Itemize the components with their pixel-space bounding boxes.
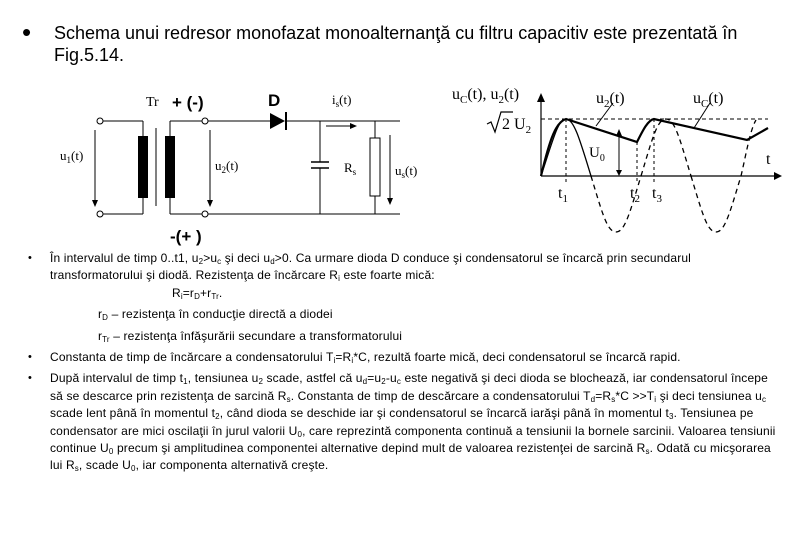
uc-curve-label: uC(t) <box>693 90 723 110</box>
primary-winding <box>138 136 148 198</box>
terminal-sec-top <box>201 117 209 125</box>
rs-label: Rs <box>344 160 357 177</box>
time-axis-label: t <box>766 151 771 168</box>
paragraph-charging-interval: • În intervalul de timp 0..t1, u2>uc şi … <box>28 251 691 284</box>
t1-label: t1 <box>558 185 568 205</box>
terminal-sec-bottom <box>201 210 209 218</box>
is-label: is(t) <box>332 92 351 109</box>
slide-title: • Schema unui redresor monofazat monoalt… <box>22 17 782 66</box>
u2-curve-label: u2(t) <box>596 90 625 110</box>
definition-rtr: rTr – rezistenţa înfăşurării secundare a… <box>98 328 403 344</box>
diode-symbol <box>270 113 285 129</box>
figure-svg: Tr + (-) -(+ ) D u1(t) u2(t) is(t) Rs us… <box>60 86 782 246</box>
t3-label: t3 <box>652 185 662 205</box>
u1-label: u1(t) <box>60 148 83 165</box>
terminal-in-top <box>96 117 104 125</box>
t2-label: t2 <box>630 185 640 205</box>
title-text: Schema unui redresor monofazat monoalter… <box>54 23 738 65</box>
polarity-bottom: -(+ ) <box>170 227 202 246</box>
bullet-dot: • <box>28 372 33 385</box>
graph-axis-label: uC(t), u2(t) <box>452 86 519 106</box>
load-resistor <box>369 137 381 197</box>
u2-label: u2(t) <box>215 158 238 175</box>
diode-label: D <box>268 91 280 110</box>
paragraph-discharge: • După intervalul de timp t1, tensiunea … <box>28 371 776 474</box>
us-label: us(t) <box>395 163 417 180</box>
formula-ri: Ri=rD+rTr. <box>172 285 223 301</box>
u0-label: U0 <box>589 145 605 164</box>
transformer-label: Tr <box>146 95 159 110</box>
figures: Tr + (-) -(+ ) D u1(t) u2(t) is(t) Rs us… <box>0 80 800 250</box>
bullet-dot: • <box>28 252 33 264</box>
definition-rd: rD – rezistenţa în conducţie directă a d… <box>98 307 333 323</box>
secondary-winding <box>165 136 175 198</box>
paragraph-charging-time-constant: • Constanta de timp de încărcare a conde… <box>28 350 681 366</box>
sqrt-sign <box>486 111 513 134</box>
title-bullet: • <box>22 17 32 47</box>
bullet-dot: • <box>28 351 33 364</box>
terminal-in-bottom <box>96 210 104 218</box>
body-text: • În intervalul de timp 0..t1, u2>uc şi … <box>24 250 784 475</box>
polarity-top: + (-) <box>172 93 204 112</box>
